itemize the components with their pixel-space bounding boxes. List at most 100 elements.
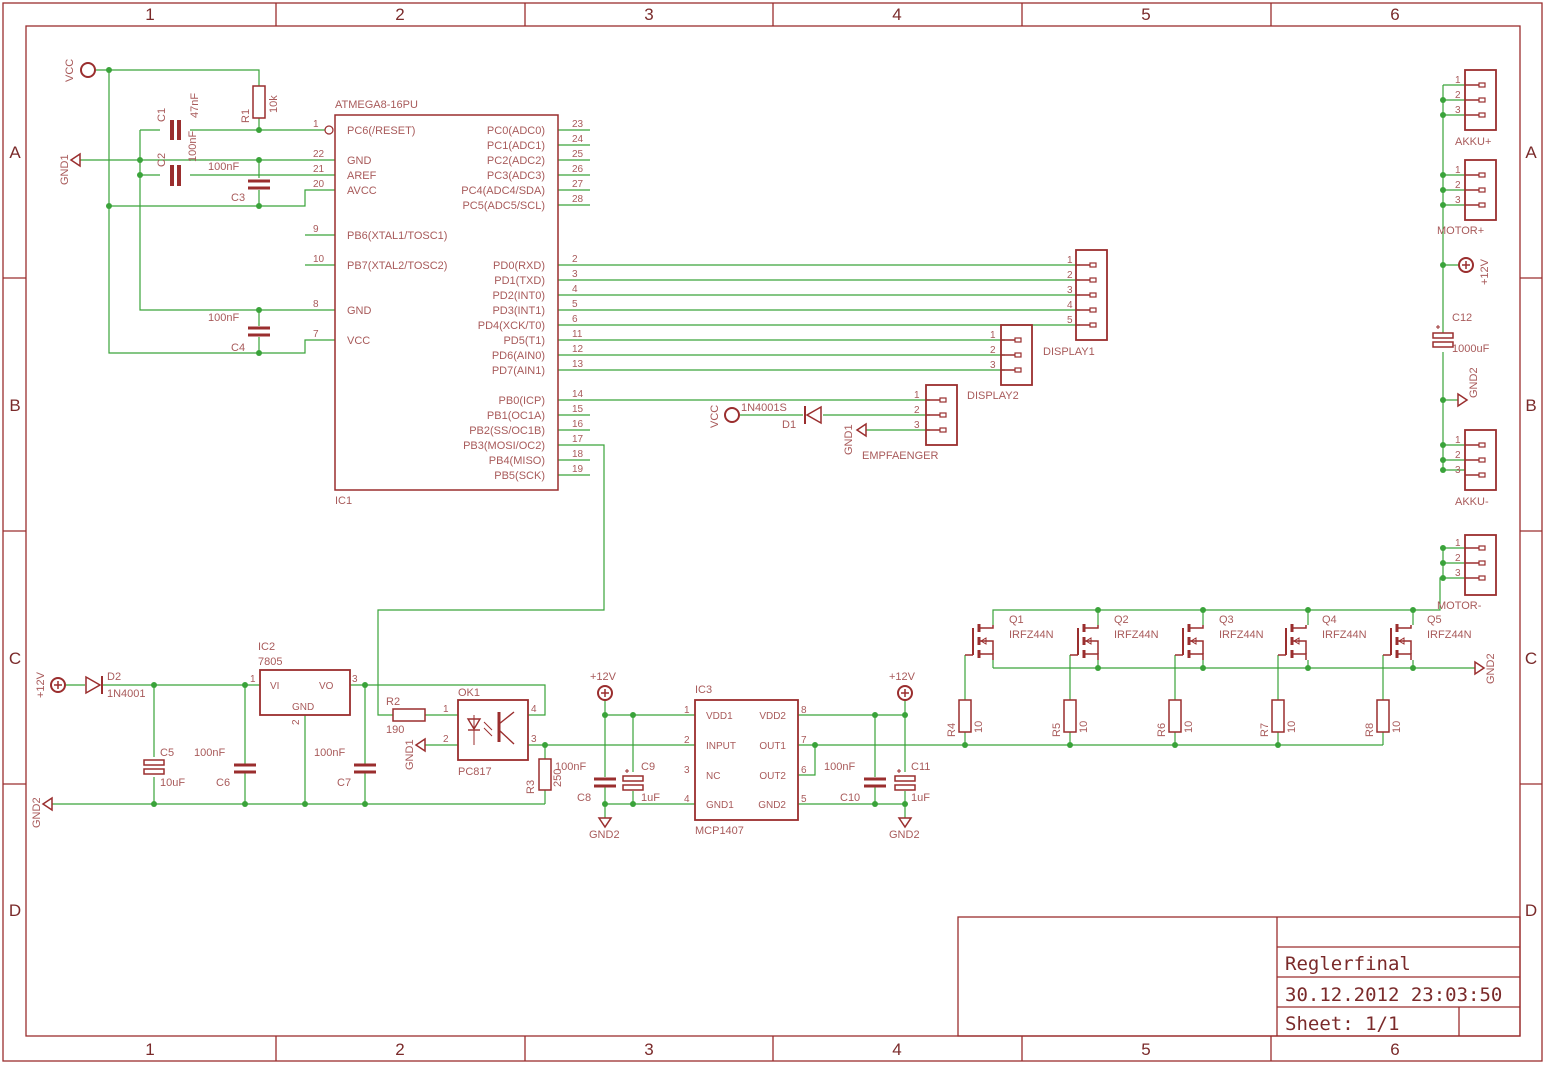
gate-resistor-value: 10 bbox=[1391, 721, 1403, 733]
ic1-right-pin-number: 23 bbox=[572, 119, 584, 130]
ic3-right-pin-name: OUT2 bbox=[759, 771, 786, 782]
motor-minus-pins: 123 bbox=[1455, 538, 1486, 581]
gate-resistor-ref: R4 bbox=[946, 723, 958, 737]
ic1-right-pin-name: PD6(AIN0) bbox=[492, 350, 545, 362]
akku-plus-label: AKKU+ bbox=[1455, 136, 1491, 148]
connector-pin-number: 3 bbox=[1455, 195, 1461, 206]
c6-value: 100nF bbox=[194, 747, 225, 759]
d2-diode: D2 1N4001 bbox=[85, 671, 146, 700]
ic3-left-pin-number: 1 bbox=[684, 705, 690, 716]
ic1-right-pin-name: PD7(AIN1) bbox=[492, 365, 545, 377]
gnd2-supply-left: GND2 bbox=[31, 796, 53, 828]
plus12v-supply-c11: +12V bbox=[889, 671, 916, 701]
c4-value: 100nF bbox=[208, 312, 239, 324]
c10-value: 100nF bbox=[824, 761, 855, 773]
gate-resistor-ref: R7 bbox=[1259, 723, 1271, 737]
akku-plus-connector: 123 AKKU+ bbox=[1455, 69, 1497, 148]
d1-diode: 1N4001S D1 bbox=[741, 402, 822, 431]
vcc-supply-top-left: VCC bbox=[64, 59, 96, 82]
r3-resistor: R3 250 bbox=[525, 758, 564, 794]
vcc-label-mid: VCC bbox=[709, 405, 721, 428]
col-label-5: 5 bbox=[1141, 5, 1150, 24]
c11-value: 1uF bbox=[911, 792, 930, 804]
connector-pin-number: 2 bbox=[1455, 180, 1461, 191]
ok1-part: PC817 bbox=[458, 766, 492, 778]
plus12v-supply-left: +12V bbox=[35, 671, 66, 698]
c1-capacitor: C1 47nF bbox=[156, 93, 201, 140]
ic1-right-pin-number: 5 bbox=[572, 299, 578, 310]
ic3-right-pin-name: GND2 bbox=[758, 800, 786, 811]
ic1-left-pin-number: 8 bbox=[313, 299, 319, 310]
akku-minus-pins: 123 bbox=[1455, 435, 1486, 478]
ic1-right-pin-name: PB1(OC1A) bbox=[487, 410, 545, 422]
connector-pin-number: 2 bbox=[1067, 270, 1073, 281]
col-label-5-bottom: 5 bbox=[1141, 1040, 1150, 1059]
ic3-ref: IC3 bbox=[695, 684, 712, 696]
ic1-left-pin-name: VCC bbox=[347, 335, 370, 347]
ic1-right-pin-name: PD5(T1) bbox=[503, 335, 545, 347]
akku-minus-connector: 123 AKKU- bbox=[1455, 429, 1497, 508]
connector-contact bbox=[1089, 292, 1097, 298]
gate-resistor-7: R7 10 bbox=[1259, 699, 1298, 737]
gate-resistor-value: 10 bbox=[1286, 721, 1298, 733]
mosfet-part: IRFZ44N bbox=[1322, 629, 1367, 641]
c7-capacitor: 100nF C7 bbox=[314, 747, 376, 789]
connector-contact bbox=[939, 412, 947, 418]
col-label-2-bottom: 2 bbox=[395, 1040, 404, 1059]
ic1-right-pin-number: 27 bbox=[572, 179, 584, 190]
row-label-b-right: B bbox=[1525, 396, 1536, 415]
ic2-pin2: 2 bbox=[291, 719, 302, 725]
ic3-left-pin-name: NC bbox=[706, 771, 720, 782]
connector-contact bbox=[1478, 187, 1486, 193]
r2-value: 190 bbox=[386, 724, 404, 736]
mosfet-part: IRFZ44N bbox=[1219, 629, 1264, 641]
col-label-6: 6 bbox=[1390, 5, 1399, 24]
row-label-a: A bbox=[9, 143, 21, 162]
connector-pin-number: 3 bbox=[1067, 285, 1073, 296]
ic1-right-pin-number: 12 bbox=[572, 344, 584, 355]
connector-pin-number: 2 bbox=[914, 405, 920, 416]
d1-ref: D1 bbox=[782, 419, 796, 431]
ic1-right-pin-number: 11 bbox=[572, 329, 583, 340]
connector-contact bbox=[1089, 322, 1097, 328]
drawing-datetime: 30.12.2012 23:03:50 bbox=[1285, 984, 1502, 1006]
r3-ref: R3 bbox=[525, 780, 537, 794]
gnd2-label-right-bottom: GND2 bbox=[1485, 653, 1497, 684]
mosfet-ref: Q2 bbox=[1114, 614, 1129, 626]
c12-value: 1000uF bbox=[1452, 343, 1490, 355]
connector-pin-number: 1 bbox=[914, 390, 920, 401]
ic2-pin3: 3 bbox=[352, 674, 358, 685]
display2-label: DISPLAY2 bbox=[967, 390, 1019, 402]
row-label-b: B bbox=[9, 396, 20, 415]
ic1-right-pin-name: PC2(ADC2) bbox=[487, 155, 545, 167]
connector-contact bbox=[1478, 112, 1486, 118]
connector-contact bbox=[939, 427, 947, 433]
plus12v-label-c11: +12V bbox=[889, 671, 916, 683]
ok1-ref: OK1 bbox=[458, 687, 480, 699]
c12-ref: C12 bbox=[1452, 312, 1472, 324]
ic1-right-pin-number: 18 bbox=[572, 449, 584, 460]
ic3-left-pin-number: 3 bbox=[684, 765, 690, 776]
ic1-pins: PC6(/RESET)1GND22AREF21AVCC20PB6(XTAL1/T… bbox=[313, 119, 584, 482]
col-label-1: 1 bbox=[145, 5, 154, 24]
gate-resistor-value: 10 bbox=[1078, 721, 1090, 733]
ic1-left-pin-name: GND bbox=[347, 155, 372, 167]
row-label-c-right: C bbox=[1525, 649, 1537, 668]
gnd2-label-right-top: GND2 bbox=[1468, 367, 1480, 398]
ic1-right-pin-number: 6 bbox=[572, 314, 578, 325]
c4-capacitor: 100nF C4 bbox=[208, 312, 270, 354]
mosfet-ref: Q4 bbox=[1322, 614, 1337, 626]
col-label-6-bottom: 6 bbox=[1390, 1040, 1399, 1059]
c9-capacitor: C9 1uF bbox=[622, 761, 660, 804]
r2-ref: R2 bbox=[386, 696, 400, 708]
ic1-left-pin-number: 9 bbox=[313, 224, 319, 235]
ic1-right-pin-name: PB4(MISO) bbox=[489, 455, 545, 467]
ic1-right-pin-number: 26 bbox=[572, 164, 584, 175]
ic1-left-pin-number: 22 bbox=[313, 149, 325, 160]
c2-value: 100nF bbox=[187, 131, 199, 162]
connector-pin-number: 1 bbox=[990, 330, 996, 341]
r1-resistor: R1 10k bbox=[240, 85, 280, 123]
ic1-right-pin-number: 25 bbox=[572, 149, 584, 160]
